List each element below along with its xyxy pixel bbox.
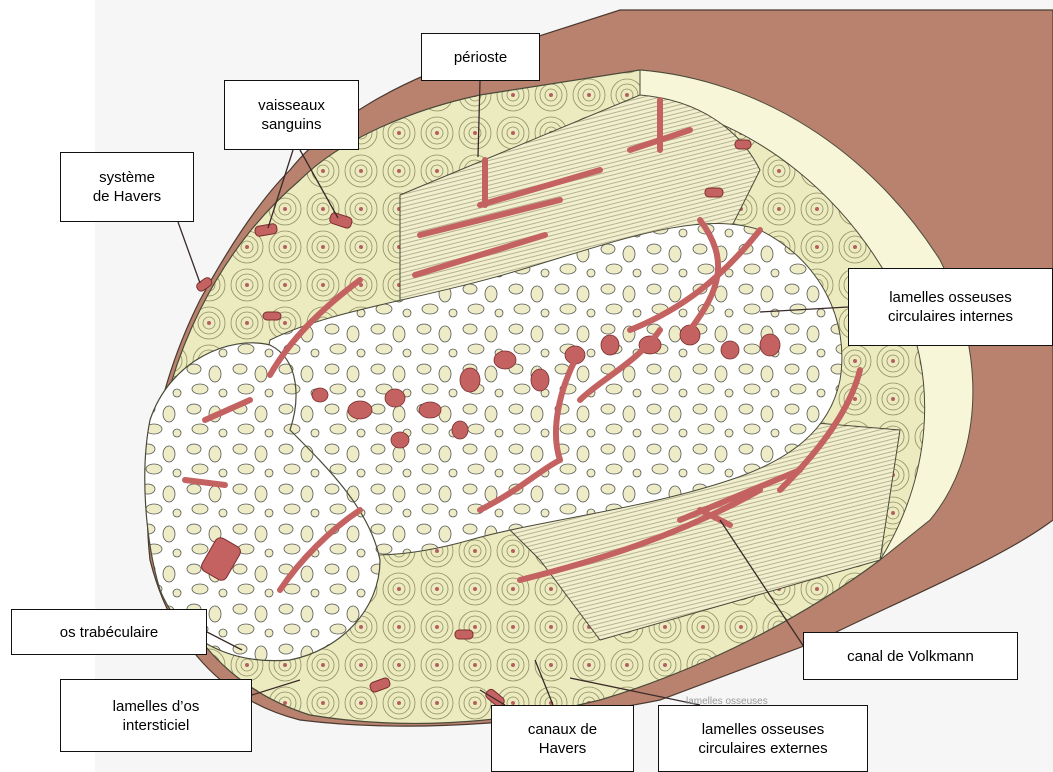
label-volkmann-canal: canal de Volkmann xyxy=(803,632,1018,680)
label-interstitial-lamellae: lamelles d’os intersticiel xyxy=(60,679,252,752)
label-outer-circumferential-lamellae: lamelles osseuses circulaires externes xyxy=(658,705,868,772)
label-blood-vessels: vaisseaux sanguins xyxy=(224,80,359,150)
label-trabecular-bone: os trabéculaire xyxy=(11,609,207,655)
label-periosteum: périoste xyxy=(421,33,540,81)
label-haversian-system: système de Havers xyxy=(60,152,194,222)
label-inner-circumferential-lamellae: lamelles osseuses circulaires internes xyxy=(848,268,1053,346)
label-haversian-canals: canaux de Havers xyxy=(491,705,634,772)
faint-background-text: lamelles osseuses xyxy=(686,696,768,707)
